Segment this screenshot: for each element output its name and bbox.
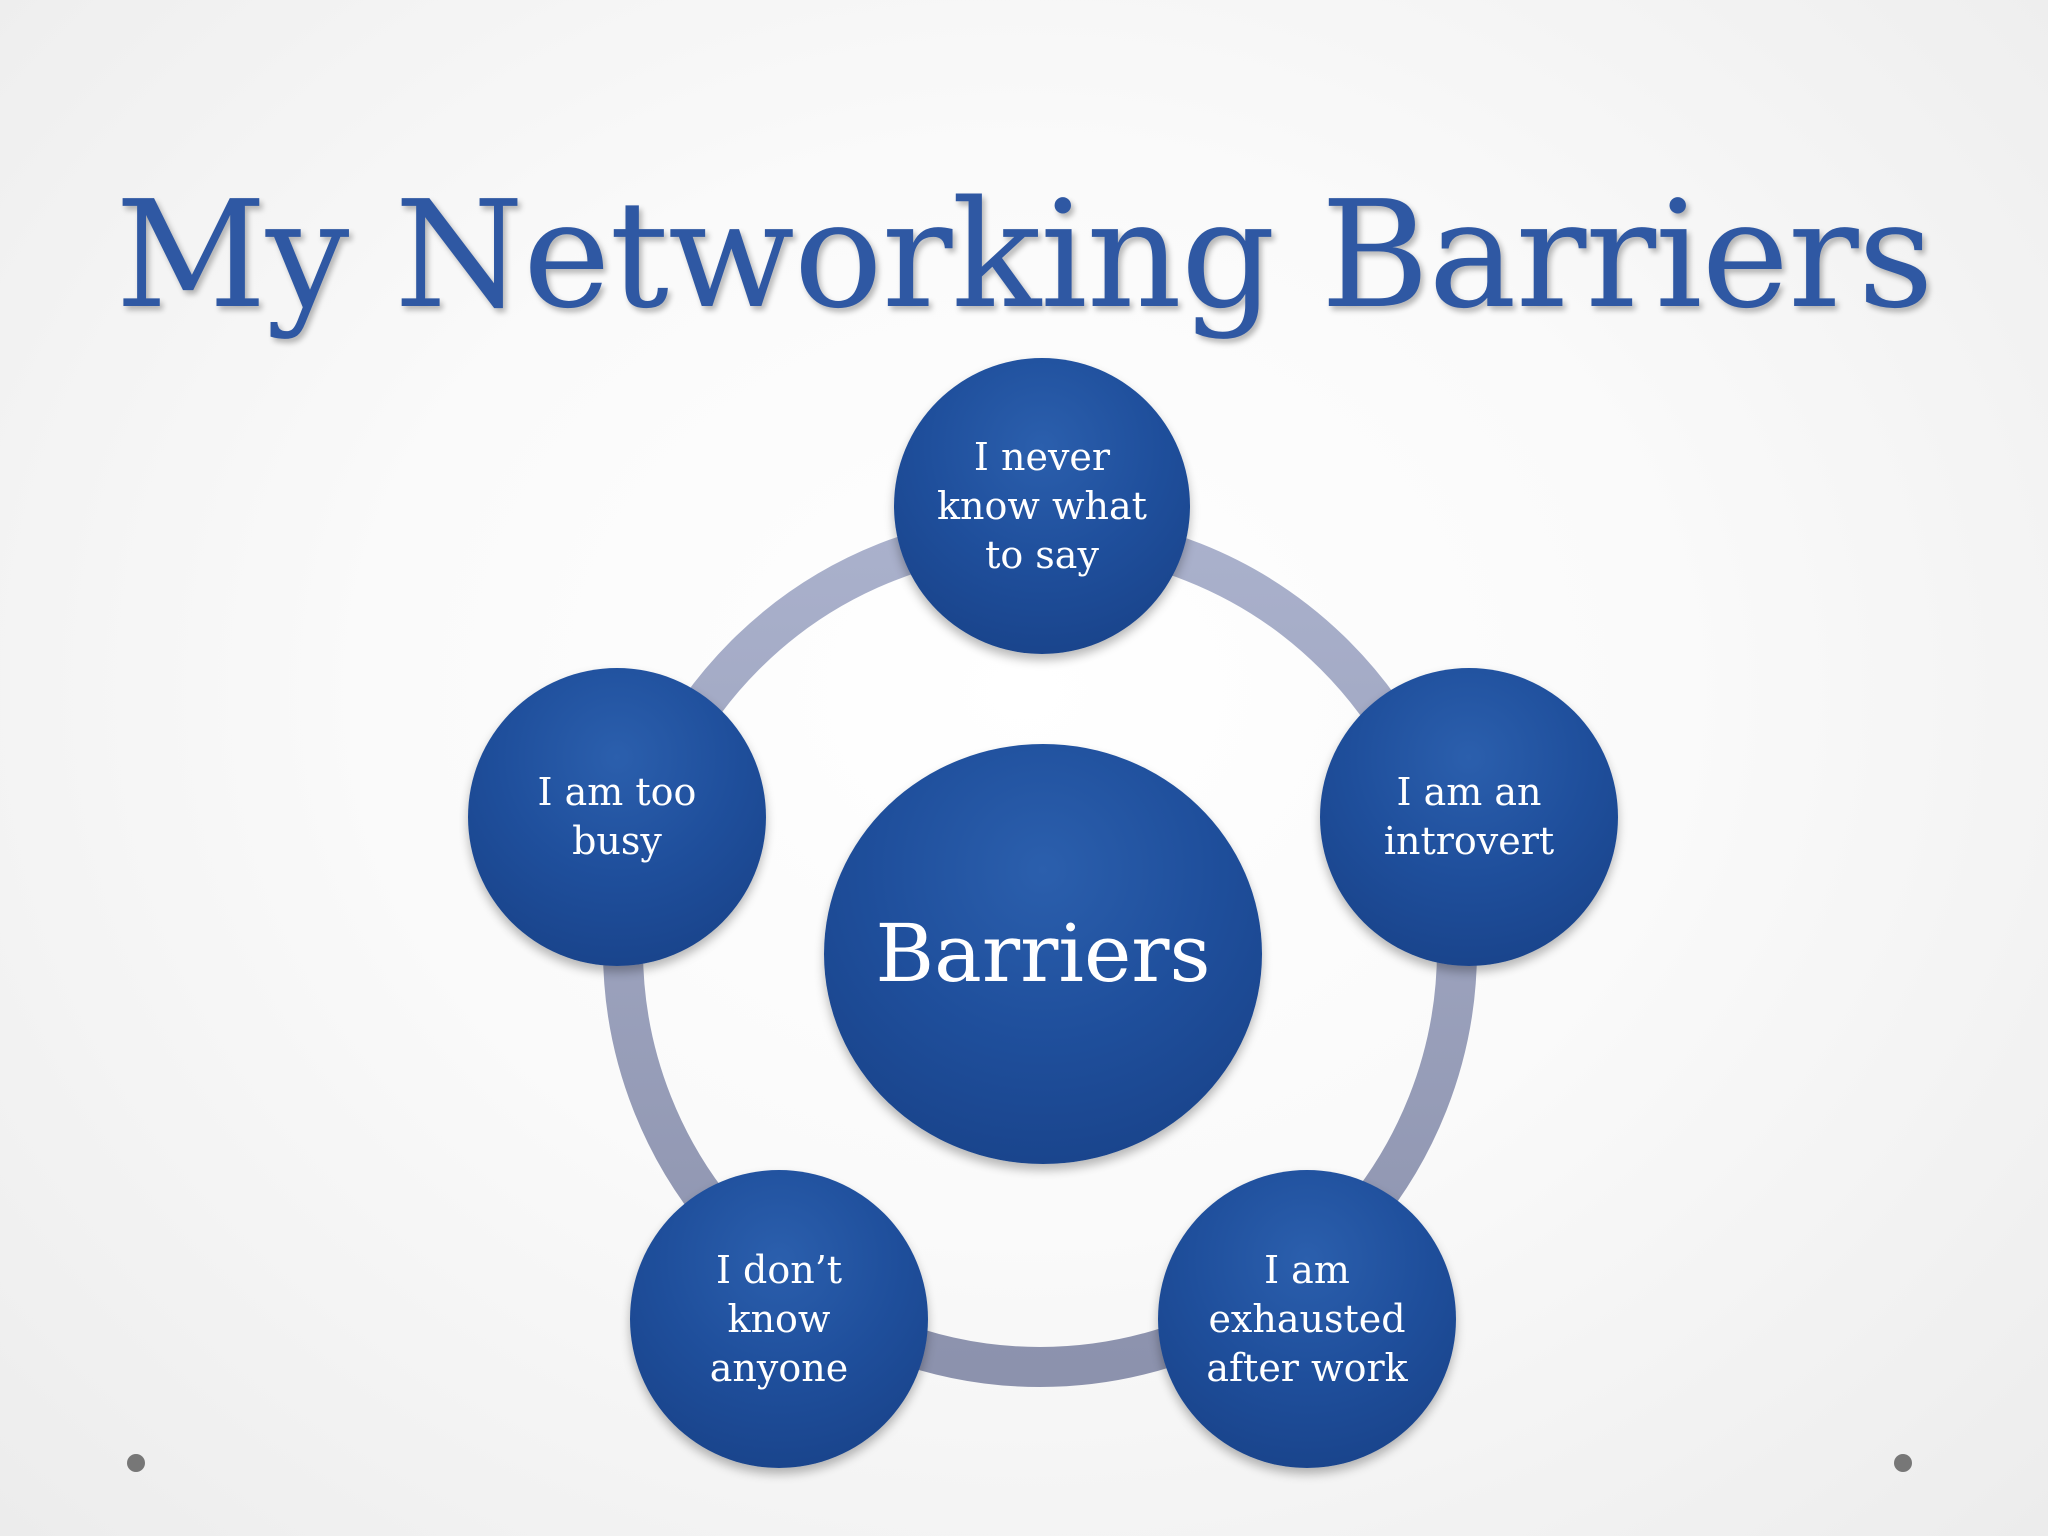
node-label: I am too busy	[537, 770, 697, 863]
node-introvert: I am an introvert	[1320, 668, 1618, 966]
slide-corner-dot-left	[127, 1454, 145, 1472]
node-never-know-what-to-say: I never know what to say	[894, 358, 1190, 654]
center-node-label: Barriers	[875, 907, 1211, 1000]
node-dont-know-anyone: I don’t know anyone	[630, 1170, 928, 1468]
node-exhausted-after-work: I am exhausted after work	[1158, 1170, 1456, 1468]
node-label: I am an introvert	[1383, 770, 1555, 863]
center-node: Barriers	[824, 744, 1262, 1164]
node-label: I am exhausted after work	[1206, 1247, 1408, 1390]
node-label: I never know what to say	[937, 434, 1147, 577]
slide-title: My Networking Barriers	[115, 169, 1934, 341]
node-too-busy: I am too busy	[468, 668, 766, 966]
node-label: I don’t know anyone	[709, 1247, 849, 1390]
slide-corner-dot-right	[1894, 1454, 1912, 1472]
